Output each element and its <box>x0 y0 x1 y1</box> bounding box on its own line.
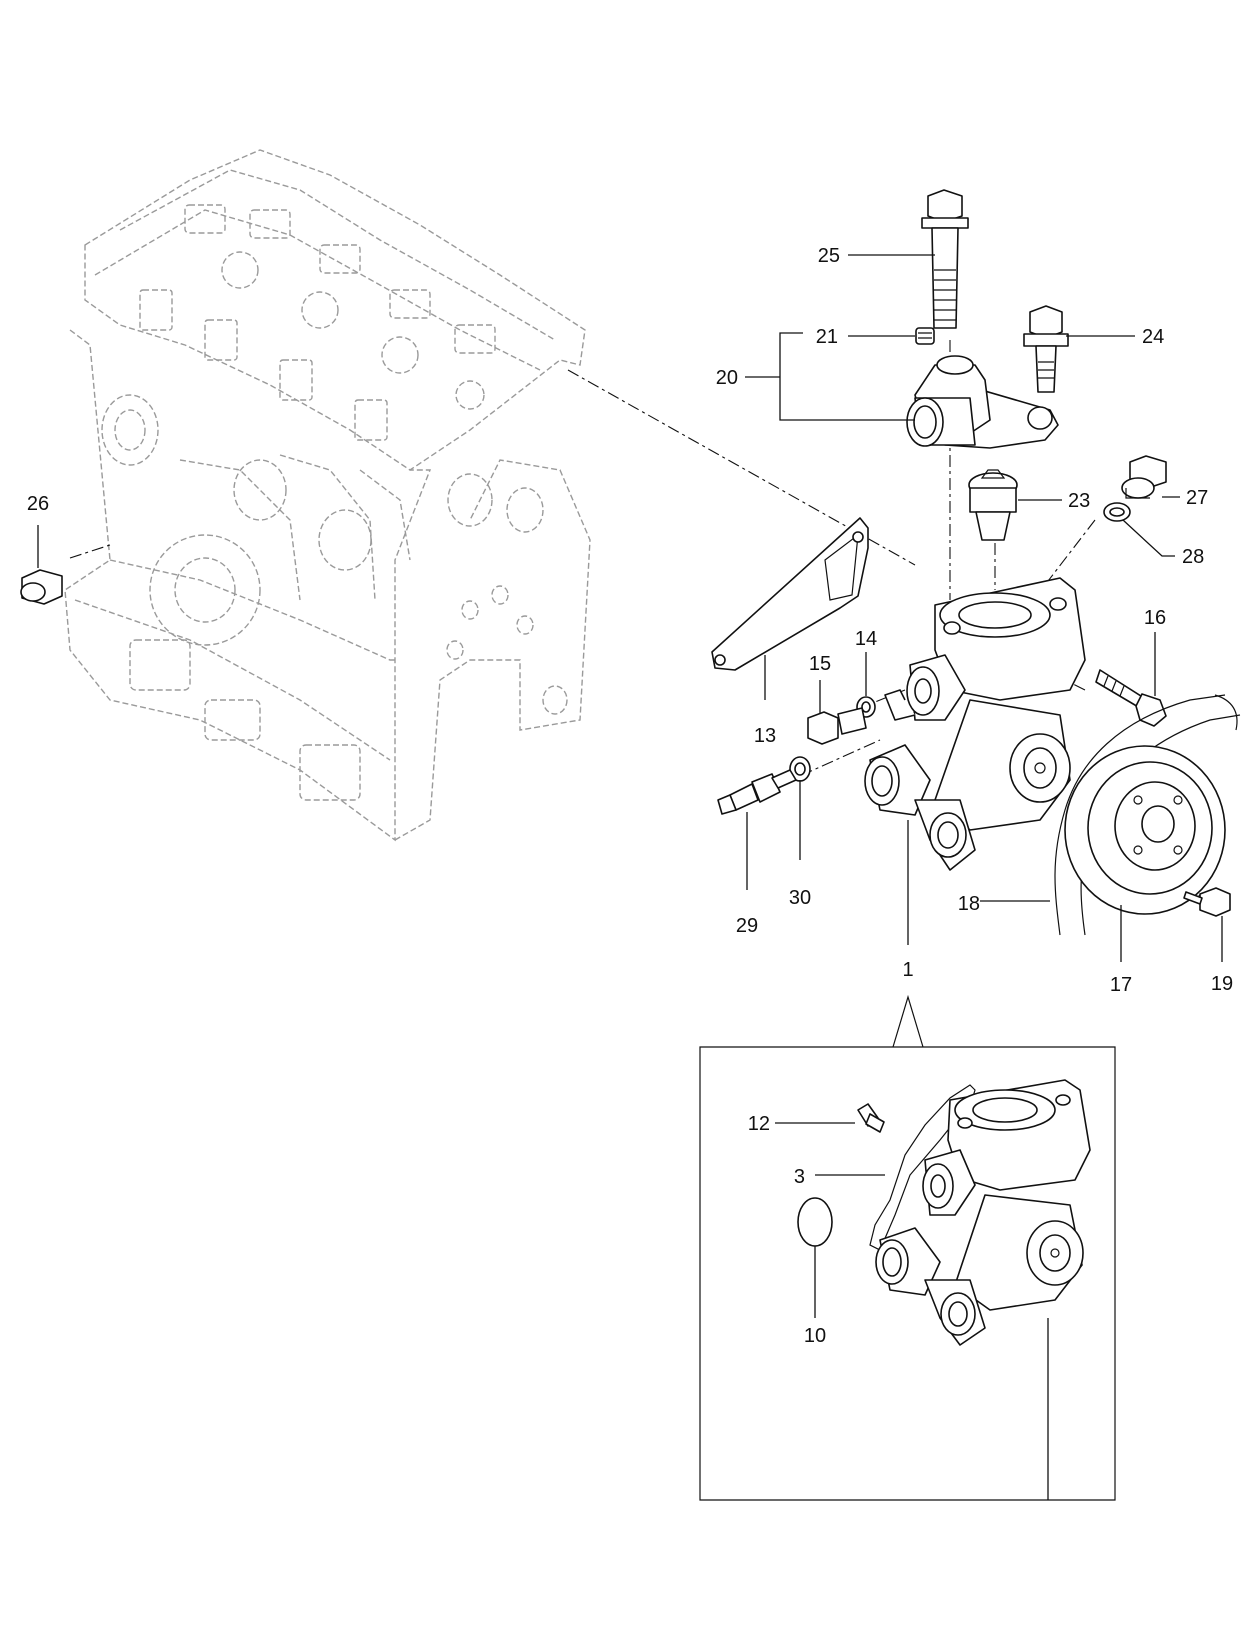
part-bolt-15 <box>807 707 867 745</box>
part-plug-26 <box>20 569 63 605</box>
part-pulley-17 <box>1054 694 1241 936</box>
callout-21: 21 <box>816 326 838 348</box>
part-gasket-13 <box>711 517 869 671</box>
leader-lines <box>37 254 1223 1500</box>
engine-block-ghost <box>64 149 591 842</box>
callout-29: 29 <box>736 915 758 937</box>
callout-28: 28 <box>1182 546 1204 568</box>
part-water-pump-1 <box>864 577 1086 871</box>
part-washer-28 <box>1103 502 1131 522</box>
part-thermostat-23 <box>968 469 1018 541</box>
callout-24: 24 <box>1142 326 1164 348</box>
callout-13: 13 <box>754 725 776 747</box>
part-bolt-24 <box>1023 305 1069 393</box>
callout-15: 15 <box>809 653 831 675</box>
part-bolt-19 <box>1183 887 1231 917</box>
callout-20: 20 <box>716 367 738 389</box>
callout-26: 26 <box>27 493 49 515</box>
part-pump-body-3 <box>869 1079 1091 1346</box>
part-washer-30 <box>789 756 811 782</box>
callout-labels: 25 21 24 20 23 27 28 26 16 14 15 13 30 2… <box>27 245 1233 1347</box>
part-screw-21 <box>915 327 935 345</box>
callout-23: 23 <box>1068 490 1090 512</box>
callout-18: 18 <box>958 893 980 915</box>
callout-27: 27 <box>1186 487 1208 509</box>
part-housing-20 <box>906 355 1059 449</box>
callout-10: 10 <box>804 1325 826 1347</box>
callout-14: 14 <box>855 628 877 650</box>
part-sensor-29 <box>717 769 797 815</box>
callout-25: 25 <box>818 245 840 267</box>
callout-30: 30 <box>789 887 811 909</box>
part-bolt-25 <box>921 189 969 329</box>
part-oring-10 <box>797 1197 833 1247</box>
part-bolt-16 <box>1095 669 1167 727</box>
detail-box <box>699 994 1116 1501</box>
callout-17: 17 <box>1110 974 1132 996</box>
callout-12: 12 <box>748 1113 770 1135</box>
callout-3: 3 <box>794 1166 805 1188</box>
part-plug-27 <box>1121 455 1167 499</box>
callout-19: 19 <box>1211 973 1233 995</box>
part-screw-12 <box>857 1103 885 1133</box>
callout-16: 16 <box>1144 607 1166 629</box>
callout-1: 1 <box>902 959 913 981</box>
